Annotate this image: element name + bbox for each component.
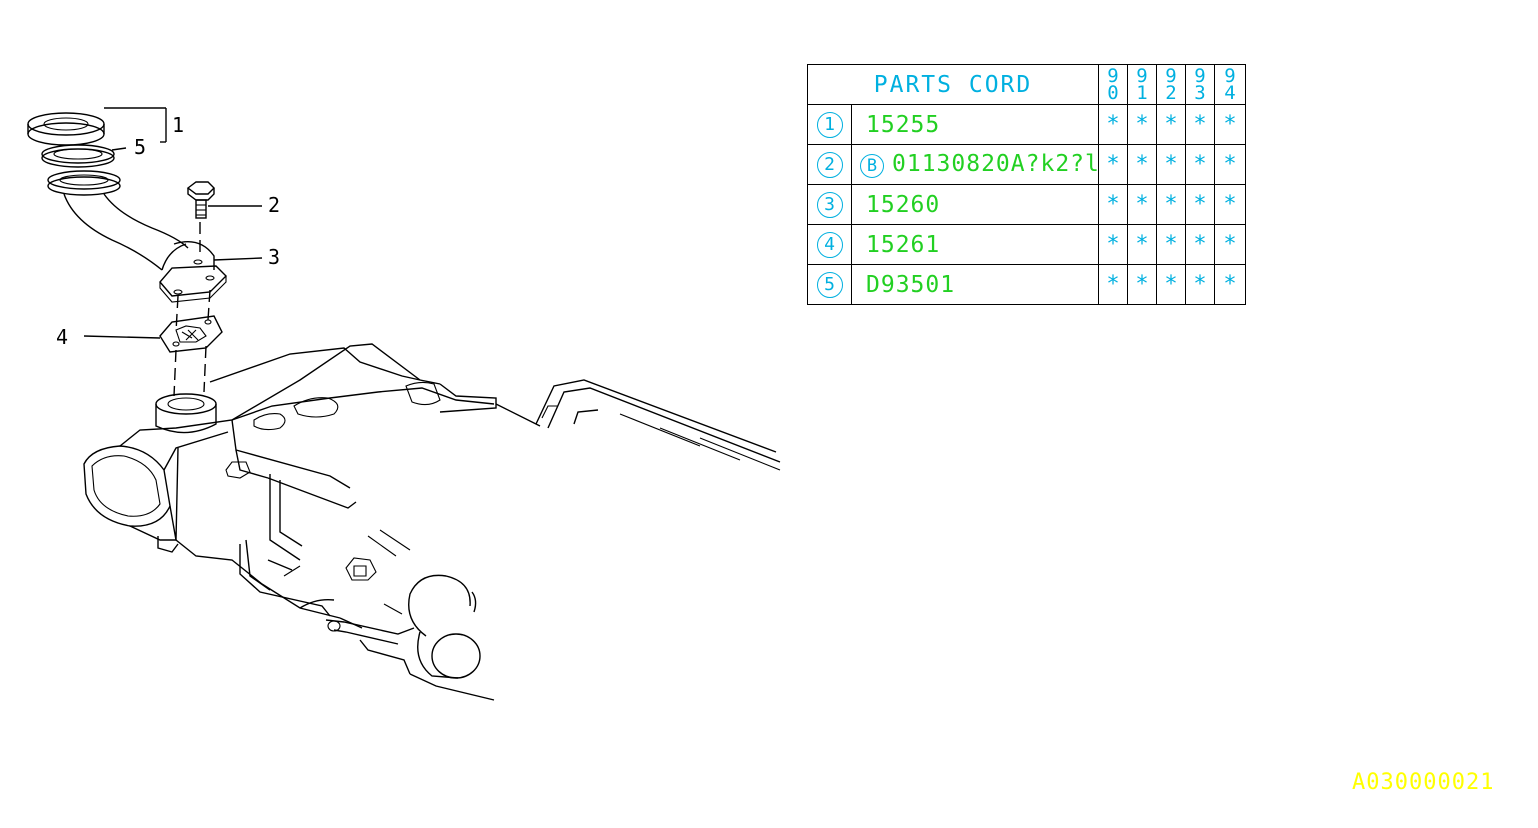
year-mark: * bbox=[1214, 264, 1247, 305]
table-row: 5 D93501 * * * * * bbox=[807, 264, 1247, 305]
table-row: 2 B 01130820A?k2?l * * * * * bbox=[807, 144, 1247, 185]
year-mark: * bbox=[1098, 184, 1129, 225]
part-code-cell: B 01130820A?k2?l bbox=[850, 144, 1100, 185]
year-mark: * bbox=[1214, 104, 1247, 145]
year-mark: * bbox=[1185, 184, 1216, 225]
part-code: 01130820A?k2?l bbox=[892, 151, 1099, 177]
assembly-guide-lines bbox=[173, 222, 211, 397]
callout-5: 5 bbox=[134, 135, 146, 159]
leader-lines bbox=[83, 107, 263, 339]
year-mark: * bbox=[1127, 224, 1158, 265]
part-code: D93501 bbox=[850, 264, 1100, 305]
callout-3: 3 bbox=[268, 245, 280, 269]
year-mark: * bbox=[1156, 184, 1187, 225]
part-2-bolt bbox=[186, 181, 215, 219]
part-number-cell: 3 bbox=[807, 184, 852, 225]
part-code: 15261 bbox=[850, 224, 1100, 265]
year-mark: * bbox=[1156, 144, 1187, 185]
year-mark: * bbox=[1185, 104, 1216, 145]
year-mark: * bbox=[1214, 144, 1247, 185]
table-row: 4 15261 * * * * * bbox=[807, 224, 1247, 265]
diagram-reference-code: A030000021 bbox=[1352, 770, 1495, 795]
year-mark: * bbox=[1214, 224, 1247, 265]
table-header-title: PARTS CORD bbox=[806, 64, 1100, 105]
year-mark: * bbox=[1156, 104, 1187, 145]
year-mark: * bbox=[1127, 184, 1158, 225]
part-number-cell: 4 bbox=[807, 224, 852, 265]
bolt-standard-badge: B bbox=[860, 154, 884, 178]
year-mark: * bbox=[1156, 264, 1187, 305]
year-mark: * bbox=[1098, 104, 1129, 145]
year-mark: * bbox=[1185, 264, 1216, 305]
year-mark: * bbox=[1098, 264, 1129, 305]
part-4-gasket-plate bbox=[159, 315, 223, 353]
year-mark: * bbox=[1127, 144, 1158, 185]
part-5-gasket bbox=[41, 144, 115, 168]
part-number-cell: 2 bbox=[807, 144, 852, 185]
part-code: 15260 bbox=[850, 184, 1100, 225]
year-mark: * bbox=[1185, 224, 1216, 265]
year-mark: * bbox=[1098, 224, 1129, 265]
part-code: 15255 bbox=[850, 104, 1100, 145]
part-number-badge: 3 bbox=[816, 191, 843, 218]
table-row: 3 15260 * * * * * bbox=[807, 184, 1247, 225]
part-number-badge: 5 bbox=[816, 271, 843, 298]
part-number-badge: 1 bbox=[816, 111, 843, 138]
callout-4: 4 bbox=[56, 325, 68, 349]
year-mark: * bbox=[1156, 224, 1187, 265]
year-mark: * bbox=[1214, 184, 1247, 225]
part-number-badge: 4 bbox=[816, 231, 843, 258]
part-number-cell: 1 bbox=[807, 104, 852, 145]
part-1-cap bbox=[27, 112, 105, 146]
engine-block bbox=[83, 343, 781, 701]
callout-2: 2 bbox=[268, 193, 280, 217]
part-number-badge: 2 bbox=[816, 151, 843, 178]
year-mark: * bbox=[1127, 264, 1158, 305]
year-mark: * bbox=[1185, 144, 1216, 185]
part-number-cell: 5 bbox=[807, 264, 852, 305]
table-row: 1 15255 * * * * * bbox=[807, 104, 1247, 145]
year-mark: * bbox=[1098, 144, 1129, 185]
callout-1: 1 bbox=[172, 113, 184, 137]
year-mark: * bbox=[1127, 104, 1158, 145]
part-3-filler-pipe bbox=[47, 170, 227, 303]
